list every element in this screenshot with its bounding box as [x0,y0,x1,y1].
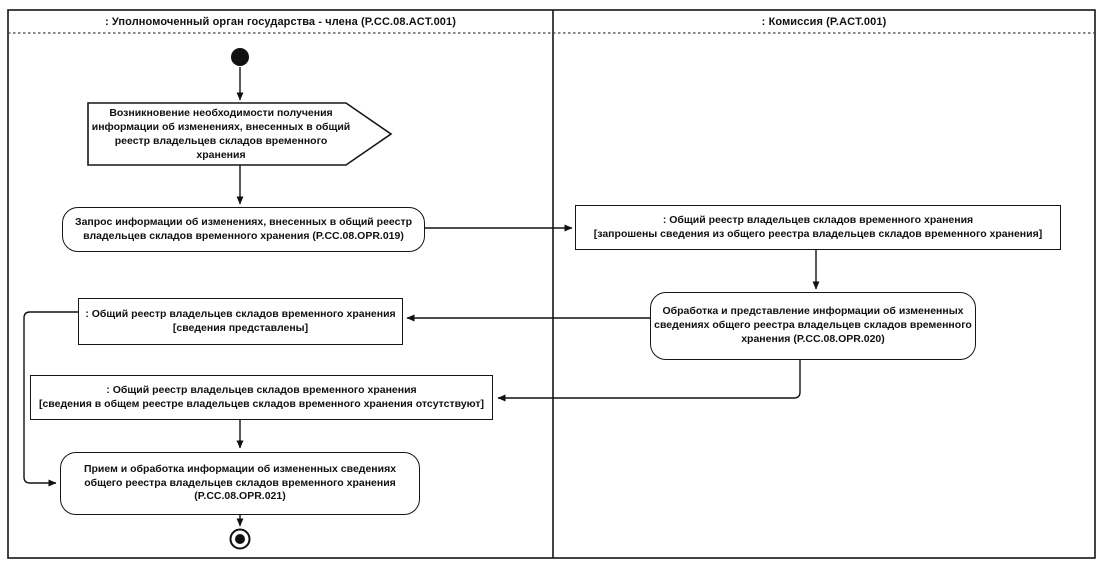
object-registry-requested-line: [запрошены сведения из общего реестра вл… [593,227,1043,240]
lane-header-authority: : Уполномоченный орган государства - чле… [104,16,457,28]
activity-process-line: сведениях общего реестра владельцев скла… [654,319,972,332]
object-registry-requested-line: : Общий реестр владельцев складов времен… [662,213,974,226]
activity-request-box: Запрос информации об изменениях, внесенн… [62,207,425,252]
object-registry-absent-line: [сведения в общем реестре владельцев скл… [38,397,485,410]
activity-process-line: Обработка и представление информации об … [662,305,964,318]
final-node-icon [229,528,251,550]
initial-node-icon [231,48,249,66]
activity-receive-box: Прием и обработка информации об измененн… [60,452,420,515]
activity-receive-line: Прием и обработка информации об измененн… [83,462,397,475]
activity-receive-line: общего реестра владельцев складов времен… [84,476,396,489]
object-registry-provided-line: [сведения представлены] [172,321,309,334]
lane-header-commission: : Комиссия (P.ACT.001) [761,16,887,28]
flow-process-to-registry-absent [497,360,801,402]
object-registry-provided-line: : Общий реестр владельцев складов времен… [85,307,396,320]
object-registry-absent-line: : Общий реестр владельцев складов времен… [106,383,417,396]
activity-process-line: хранения (P.CC.08.OPR.020) [741,332,885,345]
activity-process-box: Обработка и представление информации об … [650,292,976,360]
object-registry-absent-box: : Общий реестр владельцев складов времен… [30,375,493,420]
signal-event-line: Возникновение необходимости получения [109,106,333,119]
object-registry-provided-box: : Общий реестр владельцев складов времен… [78,298,403,345]
signal-event-label: Возникновение необходимости получения ин… [90,104,352,164]
object-registry-requested-box: : Общий реестр владельцев складов времен… [575,205,1061,250]
activity-request-line: Запрос информации об изменениях, внесенн… [75,215,412,228]
signal-event-line: реестр владельцев складов временного хра… [114,135,328,162]
signal-event-line: информации об изменениях, внесенных в об… [91,120,351,133]
activity-receive-line: (P.CC.08.OPR.021) [194,490,286,503]
activity-request-line: владельцев складов временного хранения (… [83,229,404,242]
final-node-core-icon [235,534,245,544]
